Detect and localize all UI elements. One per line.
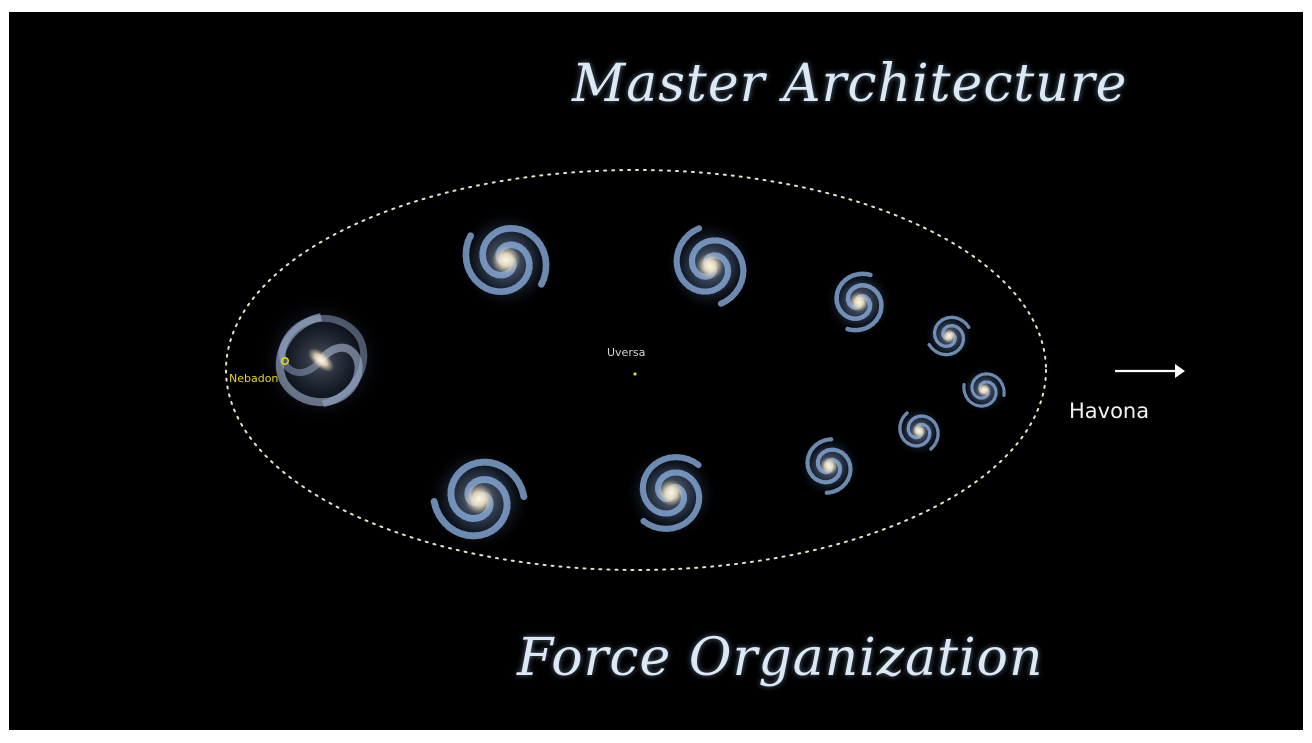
spiral-galaxy-icon	[627, 449, 715, 537]
label-nebadon: Nebadon	[229, 372, 279, 385]
spiral-galaxy-icon	[458, 212, 554, 308]
label-havona: Havona	[1069, 399, 1150, 423]
nebadon-marker	[280, 356, 289, 365]
spiral-galaxy-icon	[666, 222, 754, 310]
slide-canvas: Master Architecture Force Organization N…	[9, 12, 1303, 730]
uversa-marker	[633, 372, 637, 376]
spiral-galaxy-icon	[799, 436, 859, 496]
title-force-organization: Force Organization	[517, 628, 1044, 688]
spiral-galaxy-icon	[826, 269, 892, 335]
spiral-galaxy-icon	[925, 312, 973, 360]
title-master-architecture: Master Architecture	[572, 54, 1128, 114]
spiral-galaxy-icon	[429, 449, 529, 549]
superuniverse-diagram	[225, 169, 1185, 571]
spiral-galaxy-icon	[961, 367, 1007, 413]
label-uversa: Uversa	[607, 346, 646, 359]
nebadon-galaxy	[259, 298, 383, 422]
right-arrow-icon	[1115, 364, 1185, 378]
spiral-galaxy-icon	[895, 407, 943, 455]
superuniverse-outline	[225, 169, 1047, 571]
